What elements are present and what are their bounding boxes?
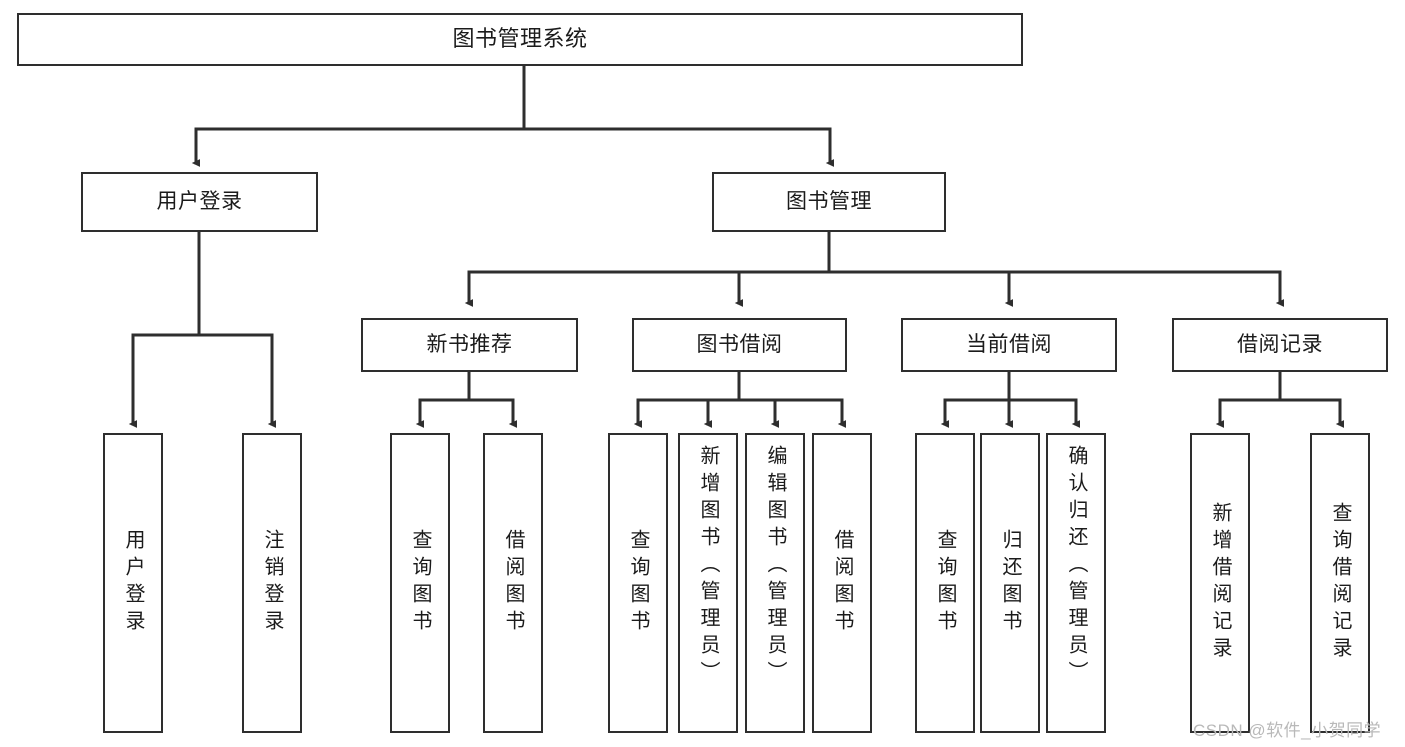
leaf-query-book-3[interactable]: 查询图书 [915, 433, 975, 733]
leaf-borrow-book-1[interactable]: 借阅图书 [483, 433, 543, 733]
node-label: 查询图书 [934, 529, 956, 637]
node-label: 借阅图书 [831, 529, 853, 637]
node-label: 新增图书（管理员） [697, 445, 719, 688]
node-label: 图书管理 [786, 190, 872, 214]
node-borrow-record[interactable]: 借阅记录 [1172, 318, 1388, 372]
node-label: 归还图书 [999, 529, 1021, 637]
node-label: 图书借阅 [696, 333, 783, 357]
node-label: 图书管理系统 [452, 26, 588, 52]
node-label: 当前借阅 [966, 333, 1052, 357]
node-label: 查询图书 [409, 529, 431, 637]
leaf-confirm-return[interactable]: 确认归还（管理员） [1046, 433, 1106, 733]
node-user-login[interactable]: 用户登录 [81, 172, 318, 232]
node-book-borrow[interactable]: 图书借阅 [632, 318, 847, 372]
leaf-query-book-1[interactable]: 查询图书 [390, 433, 450, 733]
node-new-book-recommend[interactable]: 新书推荐 [361, 318, 578, 372]
leaf-edit-book[interactable]: 编辑图书（管理员） [745, 433, 805, 733]
node-label: 注销登录 [261, 529, 283, 637]
node-root-book-management-system[interactable]: 图书管理系统 [17, 13, 1023, 66]
node-label: 用户登录 [122, 529, 144, 637]
csdn-watermark: CSDN @软件_小贺同学 [1193, 721, 1382, 740]
node-current-borrow[interactable]: 当前借阅 [901, 318, 1117, 372]
node-label: 确认归还（管理员） [1065, 445, 1087, 688]
leaf-return-book[interactable]: 归还图书 [980, 433, 1040, 733]
node-label: 编辑图书（管理员） [764, 445, 786, 688]
node-label: 借阅图书 [502, 529, 524, 637]
leaf-add-book[interactable]: 新增图书（管理员） [678, 433, 738, 733]
node-label: 查询图书 [627, 529, 649, 637]
leaf-user-login[interactable]: 用户登录 [103, 433, 163, 733]
node-label: 查询借阅记录 [1329, 502, 1351, 664]
node-book-management[interactable]: 图书管理 [712, 172, 946, 232]
leaf-borrow-book-2[interactable]: 借阅图书 [812, 433, 872, 733]
leaf-logout-login[interactable]: 注销登录 [242, 433, 302, 733]
node-label: 新增借阅记录 [1209, 502, 1231, 664]
leaf-query-borrow-record[interactable]: 查询借阅记录 [1310, 433, 1370, 733]
node-label: 借阅记录 [1237, 333, 1323, 357]
leaf-query-book-2[interactable]: 查询图书 [608, 433, 668, 733]
leaf-add-borrow-record[interactable]: 新增借阅记录 [1190, 433, 1250, 733]
node-label: 新书推荐 [426, 333, 513, 357]
node-label: 用户登录 [156, 190, 243, 214]
